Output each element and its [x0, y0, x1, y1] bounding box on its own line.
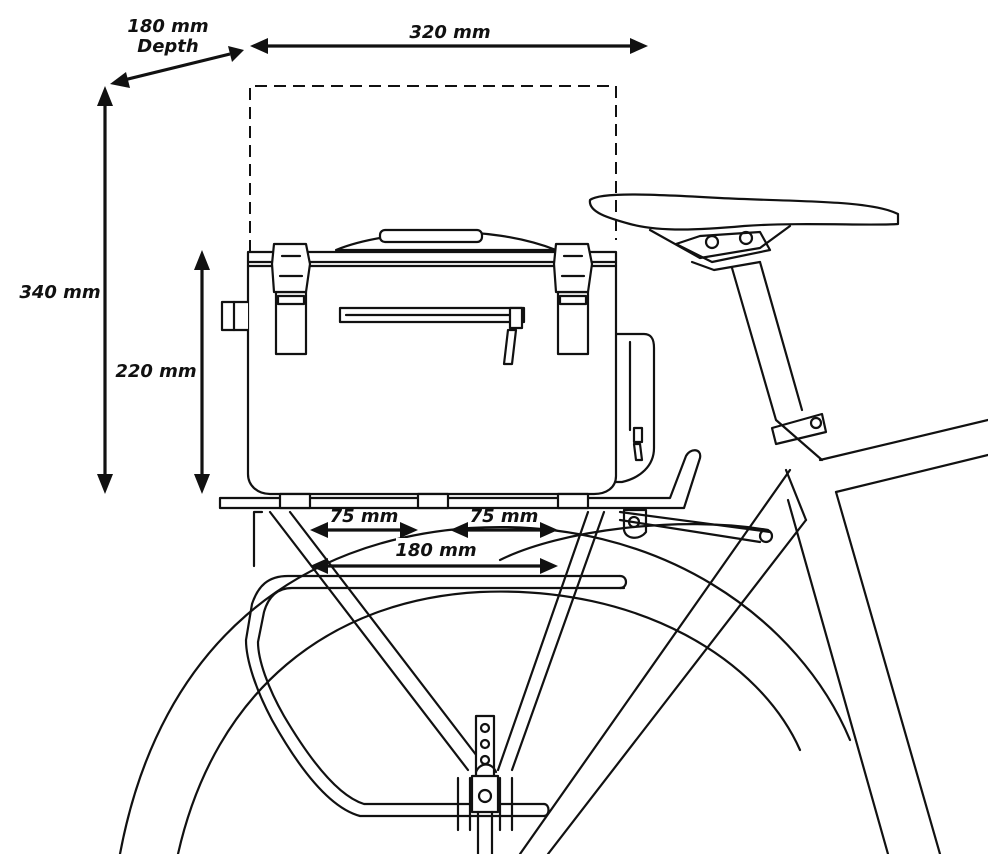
total-height-label: 340 mm	[19, 282, 100, 303]
width-label: 320 mm	[409, 22, 490, 43]
rack-arm-bolt	[758, 528, 774, 544]
frame-lower-2	[786, 498, 890, 854]
span-label-bg	[396, 538, 476, 560]
seat-clamp-bolt	[809, 416, 823, 430]
rack-lower-end	[542, 802, 550, 818]
dropout-bracket	[470, 774, 500, 814]
dropout-hole-2	[479, 738, 491, 750]
axle-tube	[476, 810, 494, 854]
saddle-bolt-1	[704, 234, 720, 250]
seat-stay-2	[546, 518, 808, 854]
width-arrow	[250, 38, 648, 54]
rack-mount-bolt	[627, 515, 641, 529]
mount-foot-right	[556, 492, 590, 510]
rack-platform	[218, 449, 702, 510]
saddle-rail	[648, 224, 792, 260]
seat-tube	[730, 266, 824, 462]
bicycle	[118, 193, 988, 854]
rack-strut-left	[268, 510, 470, 772]
mount-span-arrow	[310, 558, 558, 574]
rack-strut-right-2	[510, 510, 606, 772]
seat-clamp	[770, 412, 828, 446]
seat-tube-back	[758, 260, 804, 412]
rear-wheel-inner	[176, 590, 802, 854]
top-tube	[818, 418, 988, 462]
mount-foot-left	[278, 492, 312, 510]
depth-word-label: Depth	[137, 36, 198, 57]
left-spacing-arrow	[310, 522, 418, 538]
right-spacing-arrow	[450, 522, 558, 538]
side-pocket-puller-tab	[632, 442, 644, 462]
dropout-hook	[474, 763, 498, 774]
depth-value-label: 180 mm	[127, 16, 208, 37]
rack-arm	[618, 510, 772, 534]
zipper-puller	[502, 328, 518, 366]
right-spacing-label: 75 mm	[470, 506, 539, 527]
right-buckle	[552, 242, 594, 294]
saddle-bolt-2	[738, 230, 754, 246]
rack-side-loop-inner	[256, 586, 626, 806]
left-buckle-clip	[276, 294, 306, 306]
left-spacing-label: 75 mm	[330, 506, 399, 527]
bag-height-label: 220 mm	[115, 361, 196, 382]
seat-stay	[518, 468, 792, 854]
mount-span-label: 180 mm	[395, 540, 476, 561]
bag-height-arrow	[194, 250, 210, 494]
rack-side-loop	[244, 574, 622, 818]
axle-bolt	[477, 788, 493, 804]
side-pocket-puller	[632, 426, 644, 444]
rack-side-loop-end	[618, 574, 628, 590]
rack-strut-left-2	[288, 510, 482, 762]
saddle	[588, 193, 900, 231]
total-height-arrow	[97, 86, 113, 494]
max-height-envelope	[249, 85, 617, 252]
top-tube-lower	[834, 453, 988, 494]
side-pocket	[610, 332, 656, 484]
saddle-clamp	[674, 230, 772, 264]
left-buckle	[270, 242, 312, 294]
rear-rack	[218, 449, 774, 854]
seatpost-head	[690, 260, 762, 272]
rear-wheel-outer	[118, 525, 852, 854]
right-buckle-clip	[558, 294, 588, 306]
rack-arm-mount	[622, 508, 648, 539]
rack-front-hook	[252, 510, 264, 568]
rack-strut-right	[496, 510, 590, 772]
trunk-bag	[220, 228, 656, 510]
left-buckle-slot	[278, 254, 304, 278]
seat-stay-top	[784, 468, 808, 522]
zipper-slider	[508, 306, 524, 330]
depth-arrow	[110, 46, 244, 88]
mount-foot-center	[416, 492, 450, 510]
frame-lower	[834, 490, 942, 854]
dropout-hole-1	[479, 722, 491, 734]
right-buckle-slot	[560, 254, 586, 278]
carry-handle	[378, 228, 484, 244]
rack-arm-2	[618, 518, 762, 544]
